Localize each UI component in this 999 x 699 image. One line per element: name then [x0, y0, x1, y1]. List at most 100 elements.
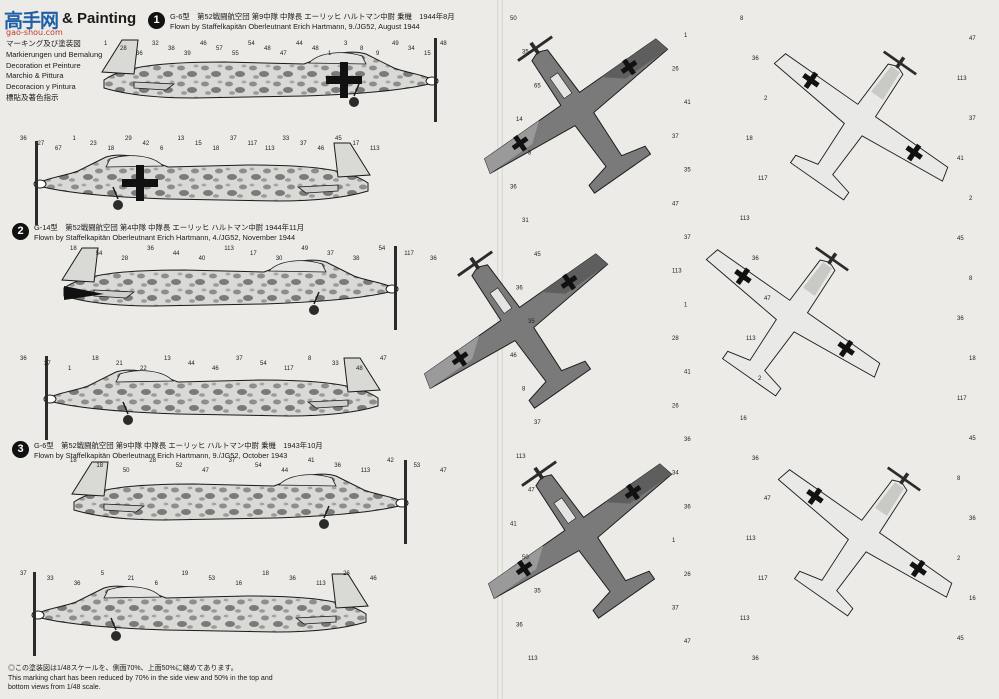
callout-label: 54	[96, 251, 103, 257]
callout-label: 54	[379, 246, 386, 252]
callout-label: 37	[236, 356, 243, 362]
top-view-v2	[381, 195, 652, 452]
callout-label: 2	[969, 196, 973, 202]
variant-number: 2	[12, 223, 29, 240]
callout-label: 16	[969, 596, 976, 602]
callout-label: 50	[522, 555, 529, 561]
callout-label: 45	[957, 236, 964, 242]
callout-label: 22	[140, 366, 147, 372]
callout-label: 35	[528, 319, 535, 325]
variant-jp-caption: G-6型 第52戦闘航空団 第9中隊 中隊長 エーリッヒ ハルトマン中尉 乗機 …	[170, 12, 455, 21]
callout-label: 41	[957, 156, 964, 162]
callout-label: 113	[370, 146, 380, 152]
callout-label: 38	[353, 256, 360, 262]
callout-label: 21	[116, 361, 123, 367]
callout-label: 36	[969, 516, 976, 522]
callout-label: 117	[758, 176, 768, 182]
variant-en-caption: Flown by Staffelkapitän Oberleutnant Eri…	[34, 233, 296, 242]
callout-label: 37	[229, 458, 236, 464]
callout-label: 113	[224, 246, 234, 252]
variant-number: 1	[148, 12, 165, 29]
callout-label: 40	[199, 256, 206, 262]
variant-3-caption: 3 G-6型 第52戦闘航空団 第9中隊 中隊長 エーリッヒ ハルトマン中尉 乗…	[12, 441, 323, 461]
callout-label: 26	[672, 403, 679, 409]
callout-label: 2	[957, 556, 961, 562]
callout-label: 17	[353, 141, 360, 147]
callout-label: 47	[672, 201, 679, 207]
callout-label: 33	[283, 136, 290, 142]
callout-label: 1	[68, 366, 72, 372]
callout-label: 54	[248, 41, 255, 47]
callout-label: 31	[522, 218, 529, 224]
callout-label: 1	[328, 51, 332, 57]
callout-label: 8	[360, 46, 364, 52]
variant-jp-caption: G-6型 第52戦闘航空団 第9中隊 中隊長 エーリッヒ ハルトマン中尉 乗機 …	[34, 441, 323, 450]
callout-label: 47	[280, 51, 287, 57]
callout-label: 117	[248, 141, 258, 147]
callout-label: 8	[522, 387, 526, 393]
callout-label: 36	[516, 622, 523, 628]
callout-label: 8	[528, 151, 532, 157]
callout-label: 45	[335, 136, 342, 142]
callout-label: 37	[300, 141, 307, 147]
callout-label: 113	[316, 581, 326, 587]
callout-label: 41	[510, 521, 517, 527]
callout-label: 1	[684, 33, 688, 39]
callout-label: 45	[969, 436, 976, 442]
callout-label: 36	[334, 463, 341, 469]
callout-label: 26	[672, 67, 679, 73]
top-view-v3	[445, 405, 716, 662]
callout-label: 8	[969, 276, 973, 282]
callout-label: 47	[380, 356, 387, 362]
callout-label: 36	[136, 51, 143, 57]
callout-label: 67	[55, 146, 62, 152]
footnote-en-line1: This marking chart has been reduced by 7…	[8, 674, 273, 682]
callout-label: 45	[957, 636, 964, 642]
variant-number: 3	[12, 441, 29, 458]
callout-label: 8	[308, 356, 312, 362]
heading-zh: 標貼及著色指示	[6, 92, 59, 102]
callout-label: 6	[155, 581, 159, 587]
callout-label: 117	[758, 576, 768, 582]
callout-label: 113	[746, 336, 756, 342]
callout-label: 16	[740, 416, 747, 422]
callout-label: 113	[746, 536, 756, 542]
heading-de: Markierungen und Bemalung	[6, 49, 103, 59]
callout-label: 36	[430, 256, 437, 262]
multilingual-headings: マーキング及び塗装図 Markierungen und Bemalung Dec…	[6, 39, 102, 104]
callout-label: 36	[289, 576, 296, 582]
variant-en-caption: Flown by Staffelkapitän Oberleutnant Eri…	[34, 451, 288, 460]
footnote-jp: ◎この塗装図は1/48スケールを、側面70%、上面50%に縮めてあります。	[8, 665, 238, 672]
callout-label: 117	[404, 251, 414, 257]
callout-label: 18	[969, 356, 976, 362]
variant-2-caption: 2 G-14型 第52戦闘航空団 第4中隊 中隊長 エーリッヒ ハルトマン中尉 …	[12, 223, 304, 243]
callout-label: 18	[96, 463, 103, 469]
callout-label: 18	[70, 246, 77, 252]
callout-label: 44	[173, 251, 180, 257]
callout-label: 48	[440, 41, 447, 47]
callout-label: 13	[178, 136, 185, 142]
callout-label: 36	[752, 656, 759, 662]
callout-label: 35	[522, 50, 529, 56]
callout-label: 44	[281, 468, 288, 474]
callout-label: 23	[90, 141, 97, 147]
callout-label: 28	[149, 458, 156, 464]
callout-label: 30	[276, 256, 283, 262]
side-view-v1-bottom	[33, 140, 371, 226]
callout-label: 18	[92, 356, 99, 362]
callout-label: 28	[121, 256, 128, 262]
callout-label: 28	[672, 336, 679, 342]
callout-label: 36	[516, 285, 523, 291]
heading-jp: マーキング及び塗装図	[6, 39, 81, 48]
callout-label: 36	[957, 316, 964, 322]
callout-label: 47	[969, 36, 976, 42]
callout-label: 21	[128, 576, 135, 582]
callout-label: 44	[188, 361, 195, 367]
callout-label: 41	[684, 100, 691, 106]
callout-label: 13	[164, 356, 171, 362]
callout-label: 57	[216, 46, 223, 52]
watermark-logo: 高手网	[4, 10, 59, 32]
callout-label: 113	[528, 656, 538, 662]
callout-label: 15	[195, 141, 202, 147]
